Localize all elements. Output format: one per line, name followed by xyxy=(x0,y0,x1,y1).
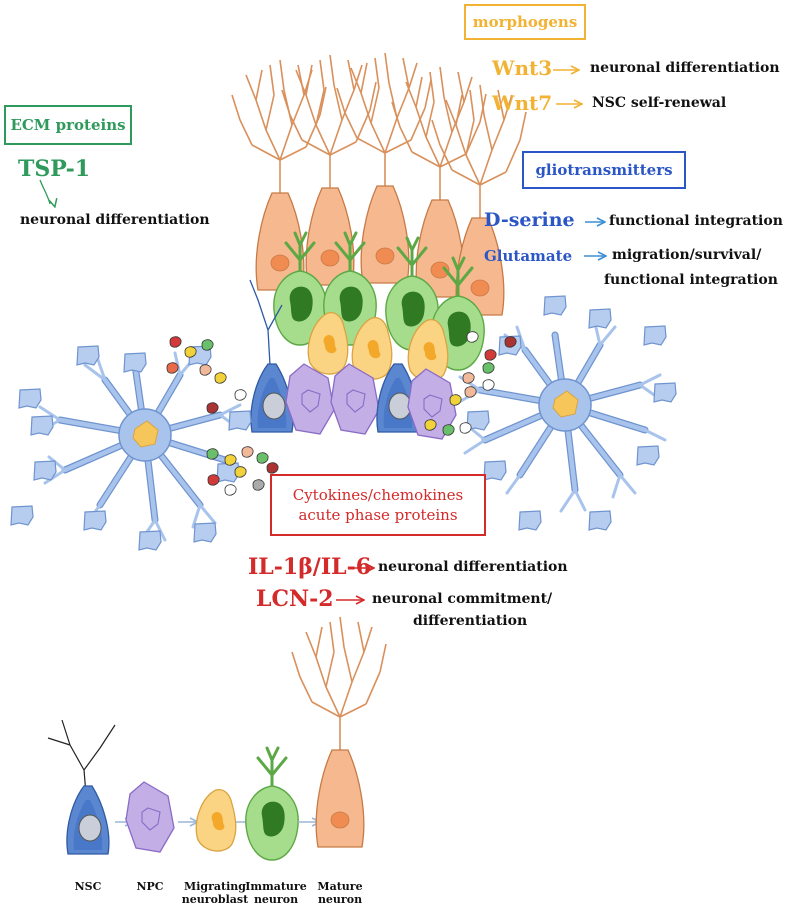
gliotransmitters-title: gliotransmitters xyxy=(535,161,673,179)
dserine-label: D-serine xyxy=(484,209,575,231)
wnt3-label: Wnt3 xyxy=(492,56,553,80)
glutamate-effect-line1: migration/survival/ xyxy=(612,247,762,263)
gliotransmitters-title-box: gliotransmitters xyxy=(522,151,686,189)
dserine-effect: functional integration xyxy=(609,213,783,229)
il-label: IL-1β/IL-6 xyxy=(248,554,372,580)
legend-nsc-label: NSC xyxy=(74,880,102,893)
lineage-legend-art xyxy=(47,616,387,862)
ecm-title: ECM proteins xyxy=(10,116,126,134)
tsp1-effect: neuronal differentiation xyxy=(20,212,210,228)
legend-nsc-icon xyxy=(66,785,110,855)
ecm-title-box: ECM proteins xyxy=(4,105,132,145)
legend-npc-label: NPC xyxy=(136,880,164,893)
astrocyte-left xyxy=(40,353,245,541)
legend-mature-label: Mature neuron xyxy=(317,880,363,907)
legend-immature-label: Immature neuron xyxy=(245,880,307,907)
tsp1-arrow xyxy=(39,179,50,204)
wnt7-effect: NSC self-renewal xyxy=(592,95,727,111)
legend-npc-icon xyxy=(125,781,175,853)
lcn2-label: LCN-2 xyxy=(256,586,334,612)
legend-neuroblast-label: Migrating neuroblast xyxy=(181,880,249,907)
il-effect: neuronal differentiation xyxy=(378,559,568,575)
cytokines-title-box: Cytokines/chemokines acute phase protein… xyxy=(270,474,486,536)
legend-neuroblast-icon xyxy=(195,788,237,852)
wnt3-effect: neuronal differentiation xyxy=(590,60,780,76)
cytokines-title-line1: Cytokines/chemokines xyxy=(292,485,464,504)
glutamate-label: Glutamate xyxy=(484,247,573,265)
glutamate-effect-line2: functional integration xyxy=(604,272,778,288)
cytokines-title-line2: acute phase proteins xyxy=(298,506,458,524)
morphogens-title: morphogens xyxy=(472,13,578,31)
lcn2-effect-line2: differentiation xyxy=(413,613,528,629)
morphogens-title-box: morphogens xyxy=(464,4,586,40)
lcn2-effect-line1: neuronal commitment/ xyxy=(372,591,553,607)
legend-mature-icon xyxy=(291,616,387,848)
progenitor-cluster xyxy=(249,279,457,440)
wnt7-label: Wnt7 xyxy=(492,91,553,115)
mature-neuron-cluster xyxy=(231,52,527,316)
legend-immature-icon xyxy=(244,746,300,862)
tsp1-label: TSP-1 xyxy=(18,156,91,182)
